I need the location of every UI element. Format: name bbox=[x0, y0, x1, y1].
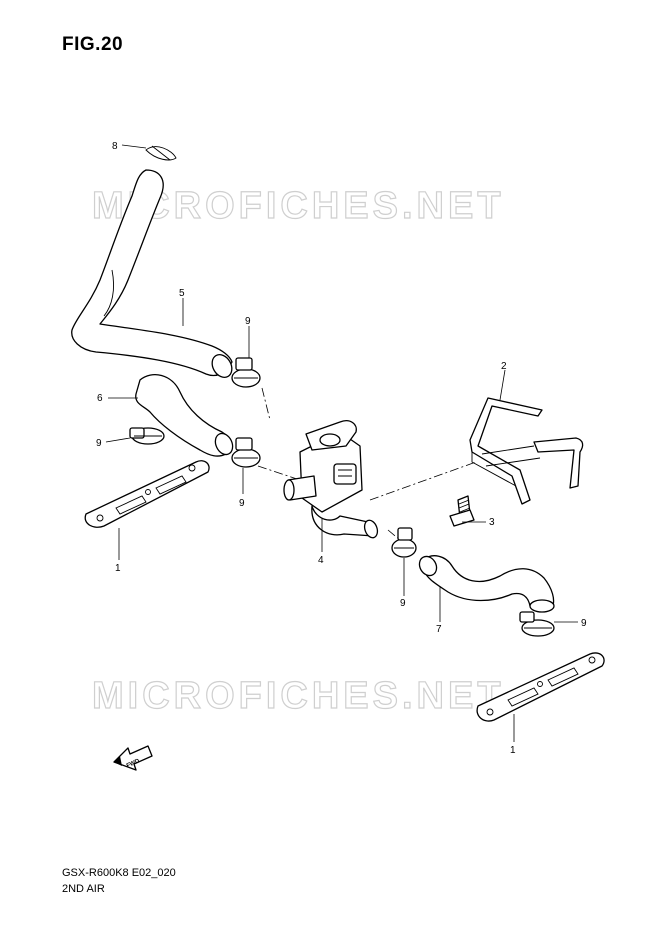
bolt-part-3 bbox=[449, 495, 475, 527]
callout-7: 7 bbox=[436, 624, 442, 635]
tie-part-8 bbox=[145, 145, 177, 161]
callout-2: 2 bbox=[501, 361, 507, 372]
clamp-part-9-right bbox=[519, 611, 555, 637]
figure-title: FIG.20 bbox=[62, 34, 124, 55]
callout-9: 9 bbox=[245, 316, 251, 327]
assembly-line bbox=[261, 387, 271, 421]
callout-9: 9 bbox=[581, 618, 587, 629]
callout-1: 1 bbox=[510, 745, 516, 756]
hose-part-6 bbox=[135, 374, 234, 457]
plate-part-1-left bbox=[84, 460, 210, 528]
callout-9: 9 bbox=[239, 498, 245, 509]
callout-5: 5 bbox=[179, 288, 185, 299]
clamp-part-9-middle bbox=[231, 437, 261, 468]
hose-part-7 bbox=[418, 555, 555, 613]
callout-8: 8 bbox=[112, 141, 118, 152]
assembly-line bbox=[257, 465, 301, 481]
leader-line bbox=[105, 437, 131, 443]
leader-line bbox=[499, 369, 506, 401]
forward-label: FWD bbox=[126, 758, 142, 769]
callout-6: 6 bbox=[97, 393, 103, 404]
watermark-bottom: MICROFICHES.NET bbox=[92, 675, 505, 717]
assembly-line bbox=[369, 461, 477, 501]
callout-3: 3 bbox=[489, 517, 495, 528]
callout-9: 9 bbox=[96, 438, 102, 449]
hose-part-5 bbox=[71, 169, 233, 378]
leader-line bbox=[121, 144, 147, 149]
model-code: GSX-R600K8 E02_020 bbox=[62, 867, 176, 879]
plate-part-1-right bbox=[476, 652, 605, 722]
callout-9: 9 bbox=[400, 598, 406, 609]
callout-1: 1 bbox=[115, 563, 121, 574]
callout-4: 4 bbox=[318, 555, 324, 566]
bracket-part-2 bbox=[469, 397, 584, 505]
forward-direction-arrow: FWD bbox=[113, 745, 153, 771]
section-name: 2ND AIR bbox=[62, 883, 105, 895]
clamp-part-9-upper bbox=[231, 357, 261, 388]
clamp-part-9-left bbox=[129, 427, 165, 445]
valve-part-4 bbox=[283, 420, 379, 539]
clamp-part-9-lower-middle bbox=[391, 527, 417, 558]
